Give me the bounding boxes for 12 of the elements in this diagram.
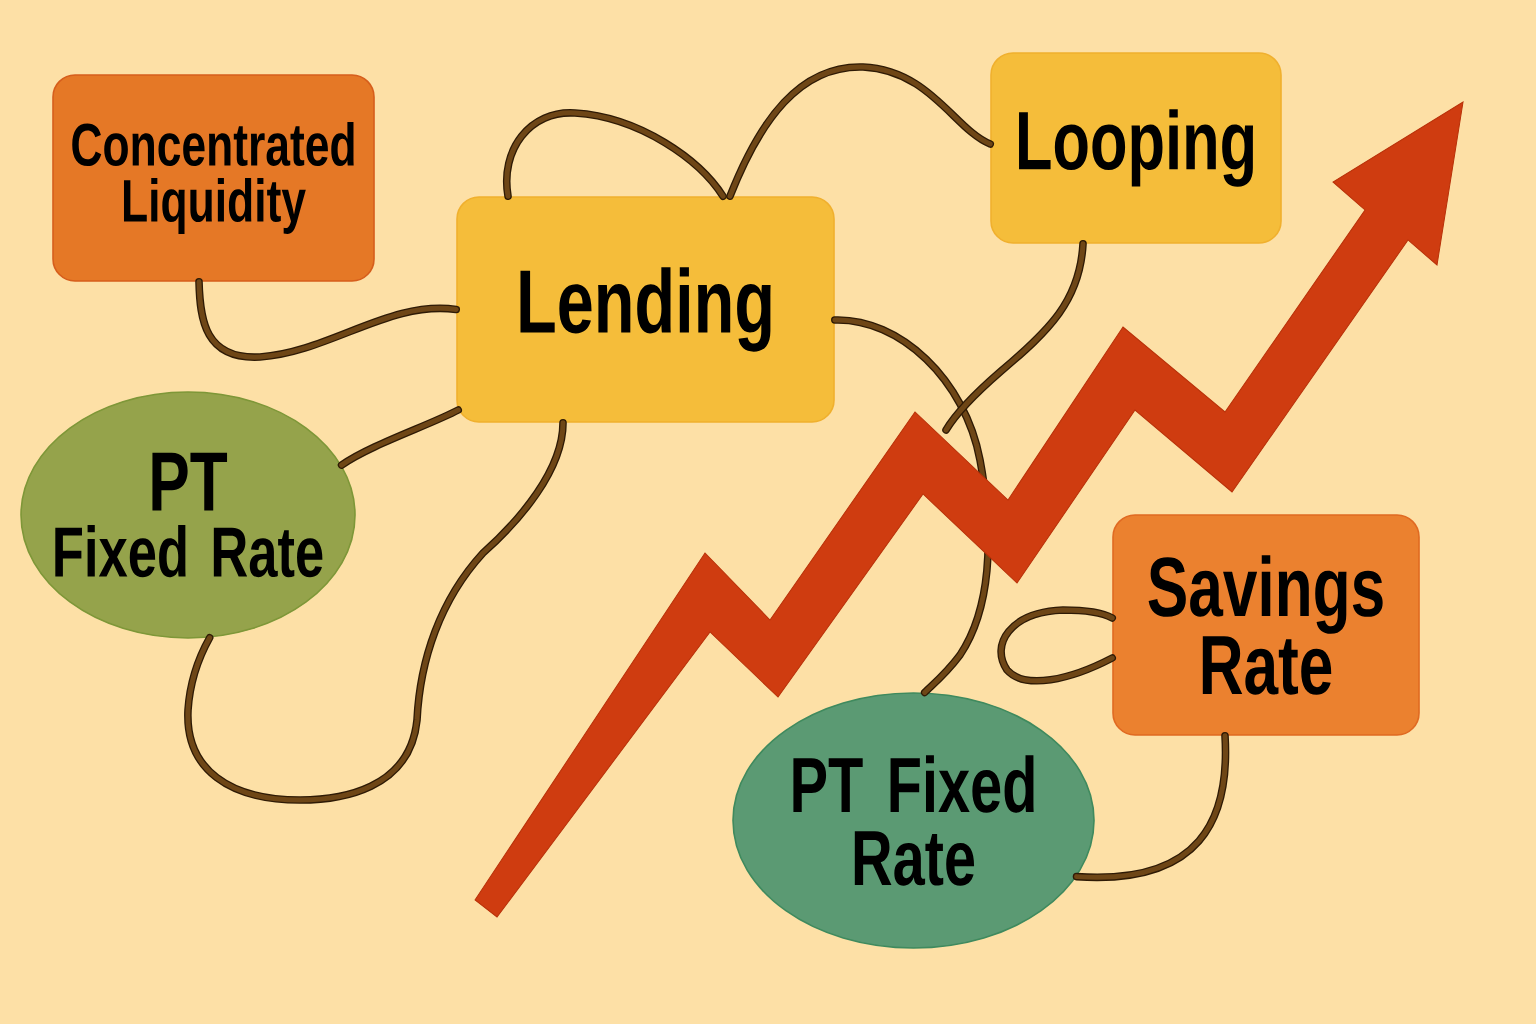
connector-line [1072,732,1230,881]
connector-line [337,406,462,469]
topic-box: Looping [990,52,1282,244]
topic-box: Lending [456,196,835,423]
connector-line [726,63,994,200]
connector-line [195,278,460,361]
connector-line [942,240,1087,434]
connector-line [503,109,727,200]
topic-box: Savings Rate [1112,514,1420,736]
topic-box: Concentrated Liquidity [52,74,375,282]
connector-line [997,606,1116,685]
connector-line [184,419,567,804]
